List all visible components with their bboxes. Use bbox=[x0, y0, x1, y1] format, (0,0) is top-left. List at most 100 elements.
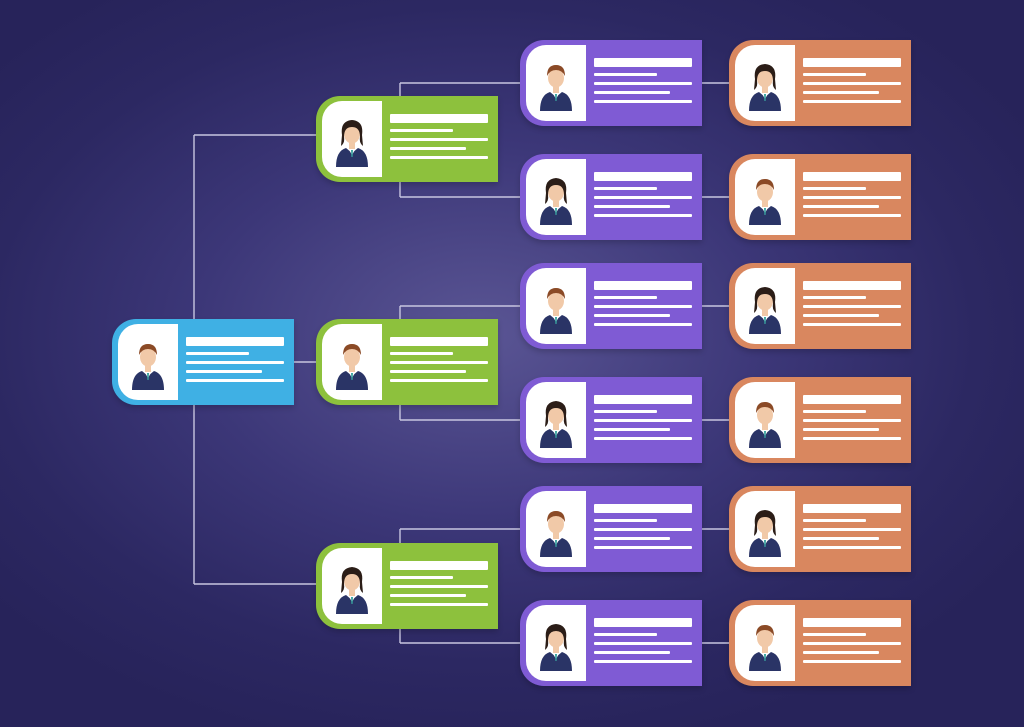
avatar bbox=[322, 101, 382, 177]
name-bar bbox=[594, 504, 692, 513]
placeholder-text-lines bbox=[803, 172, 901, 217]
name-bar bbox=[594, 395, 692, 404]
avatar bbox=[526, 45, 586, 121]
avatar bbox=[735, 45, 795, 121]
text-line bbox=[803, 651, 880, 654]
avatar bbox=[526, 491, 586, 567]
text-line bbox=[594, 633, 657, 636]
avatar bbox=[526, 159, 586, 235]
avatar bbox=[735, 491, 795, 567]
staff-card-5 bbox=[729, 486, 911, 572]
text-line bbox=[390, 603, 488, 606]
name-bar bbox=[803, 281, 901, 290]
text-line bbox=[803, 91, 880, 94]
name-bar bbox=[803, 504, 901, 513]
text-line bbox=[803, 660, 901, 663]
placeholder-text-lines bbox=[594, 172, 692, 217]
name-bar bbox=[390, 561, 488, 570]
placeholder-text-lines bbox=[803, 504, 901, 549]
placeholder-text-lines bbox=[803, 618, 901, 663]
avatar bbox=[118, 324, 178, 400]
placeholder-text-lines bbox=[186, 337, 284, 382]
text-line bbox=[594, 296, 657, 299]
text-line bbox=[594, 437, 692, 440]
text-line bbox=[594, 205, 671, 208]
text-line bbox=[390, 576, 453, 579]
text-line bbox=[803, 100, 901, 103]
text-line bbox=[803, 528, 901, 531]
placeholder-text-lines bbox=[390, 561, 488, 606]
text-line bbox=[594, 528, 692, 531]
root-card bbox=[112, 319, 294, 405]
avatar bbox=[735, 159, 795, 235]
text-line bbox=[594, 196, 692, 199]
text-line bbox=[803, 410, 866, 413]
placeholder-text-lines bbox=[594, 395, 692, 440]
text-line bbox=[186, 379, 284, 382]
lead-card-1 bbox=[520, 40, 702, 126]
staff-card-2 bbox=[729, 154, 911, 240]
text-line bbox=[594, 82, 692, 85]
text-line bbox=[803, 537, 880, 540]
text-line bbox=[803, 73, 866, 76]
text-line bbox=[594, 410, 657, 413]
text-line bbox=[594, 323, 692, 326]
text-line bbox=[594, 419, 692, 422]
placeholder-text-lines bbox=[594, 504, 692, 549]
text-line bbox=[594, 642, 692, 645]
placeholder-text-lines bbox=[594, 58, 692, 103]
text-line bbox=[803, 196, 901, 199]
staff-card-4 bbox=[729, 377, 911, 463]
text-line bbox=[803, 82, 901, 85]
placeholder-text-lines bbox=[594, 281, 692, 326]
text-line bbox=[390, 352, 453, 355]
avatar bbox=[735, 605, 795, 681]
text-line bbox=[390, 361, 488, 364]
staff-card-3 bbox=[729, 263, 911, 349]
text-line bbox=[594, 428, 671, 431]
text-line bbox=[594, 73, 657, 76]
staff-card-6 bbox=[729, 600, 911, 686]
avatar bbox=[526, 268, 586, 344]
text-line bbox=[390, 147, 467, 150]
avatar bbox=[322, 548, 382, 624]
text-line bbox=[186, 352, 249, 355]
text-line bbox=[803, 419, 901, 422]
name-bar bbox=[594, 618, 692, 627]
text-line bbox=[594, 187, 657, 190]
placeholder-text-lines bbox=[803, 58, 901, 103]
name-bar bbox=[390, 337, 488, 346]
text-line bbox=[594, 314, 671, 317]
placeholder-text-lines bbox=[390, 337, 488, 382]
text-line bbox=[186, 361, 284, 364]
text-line bbox=[594, 305, 692, 308]
placeholder-text-lines bbox=[390, 114, 488, 159]
name-bar bbox=[594, 58, 692, 67]
text-line bbox=[594, 546, 692, 549]
text-line bbox=[594, 214, 692, 217]
text-line bbox=[803, 314, 880, 317]
text-line bbox=[594, 100, 692, 103]
avatar bbox=[526, 605, 586, 681]
name-bar bbox=[803, 618, 901, 627]
avatar bbox=[526, 382, 586, 458]
avatar bbox=[735, 268, 795, 344]
text-line bbox=[803, 519, 866, 522]
manager-card-1 bbox=[316, 96, 498, 182]
name-bar bbox=[186, 337, 284, 346]
text-line bbox=[803, 633, 866, 636]
lead-card-5 bbox=[520, 486, 702, 572]
manager-card-3 bbox=[316, 543, 498, 629]
text-line bbox=[390, 138, 488, 141]
lead-card-3 bbox=[520, 263, 702, 349]
text-line bbox=[390, 379, 488, 382]
text-line bbox=[803, 296, 866, 299]
text-line bbox=[803, 546, 901, 549]
avatar bbox=[735, 382, 795, 458]
text-line bbox=[390, 156, 488, 159]
text-line bbox=[594, 651, 671, 654]
text-line bbox=[390, 594, 467, 597]
text-line bbox=[803, 642, 901, 645]
